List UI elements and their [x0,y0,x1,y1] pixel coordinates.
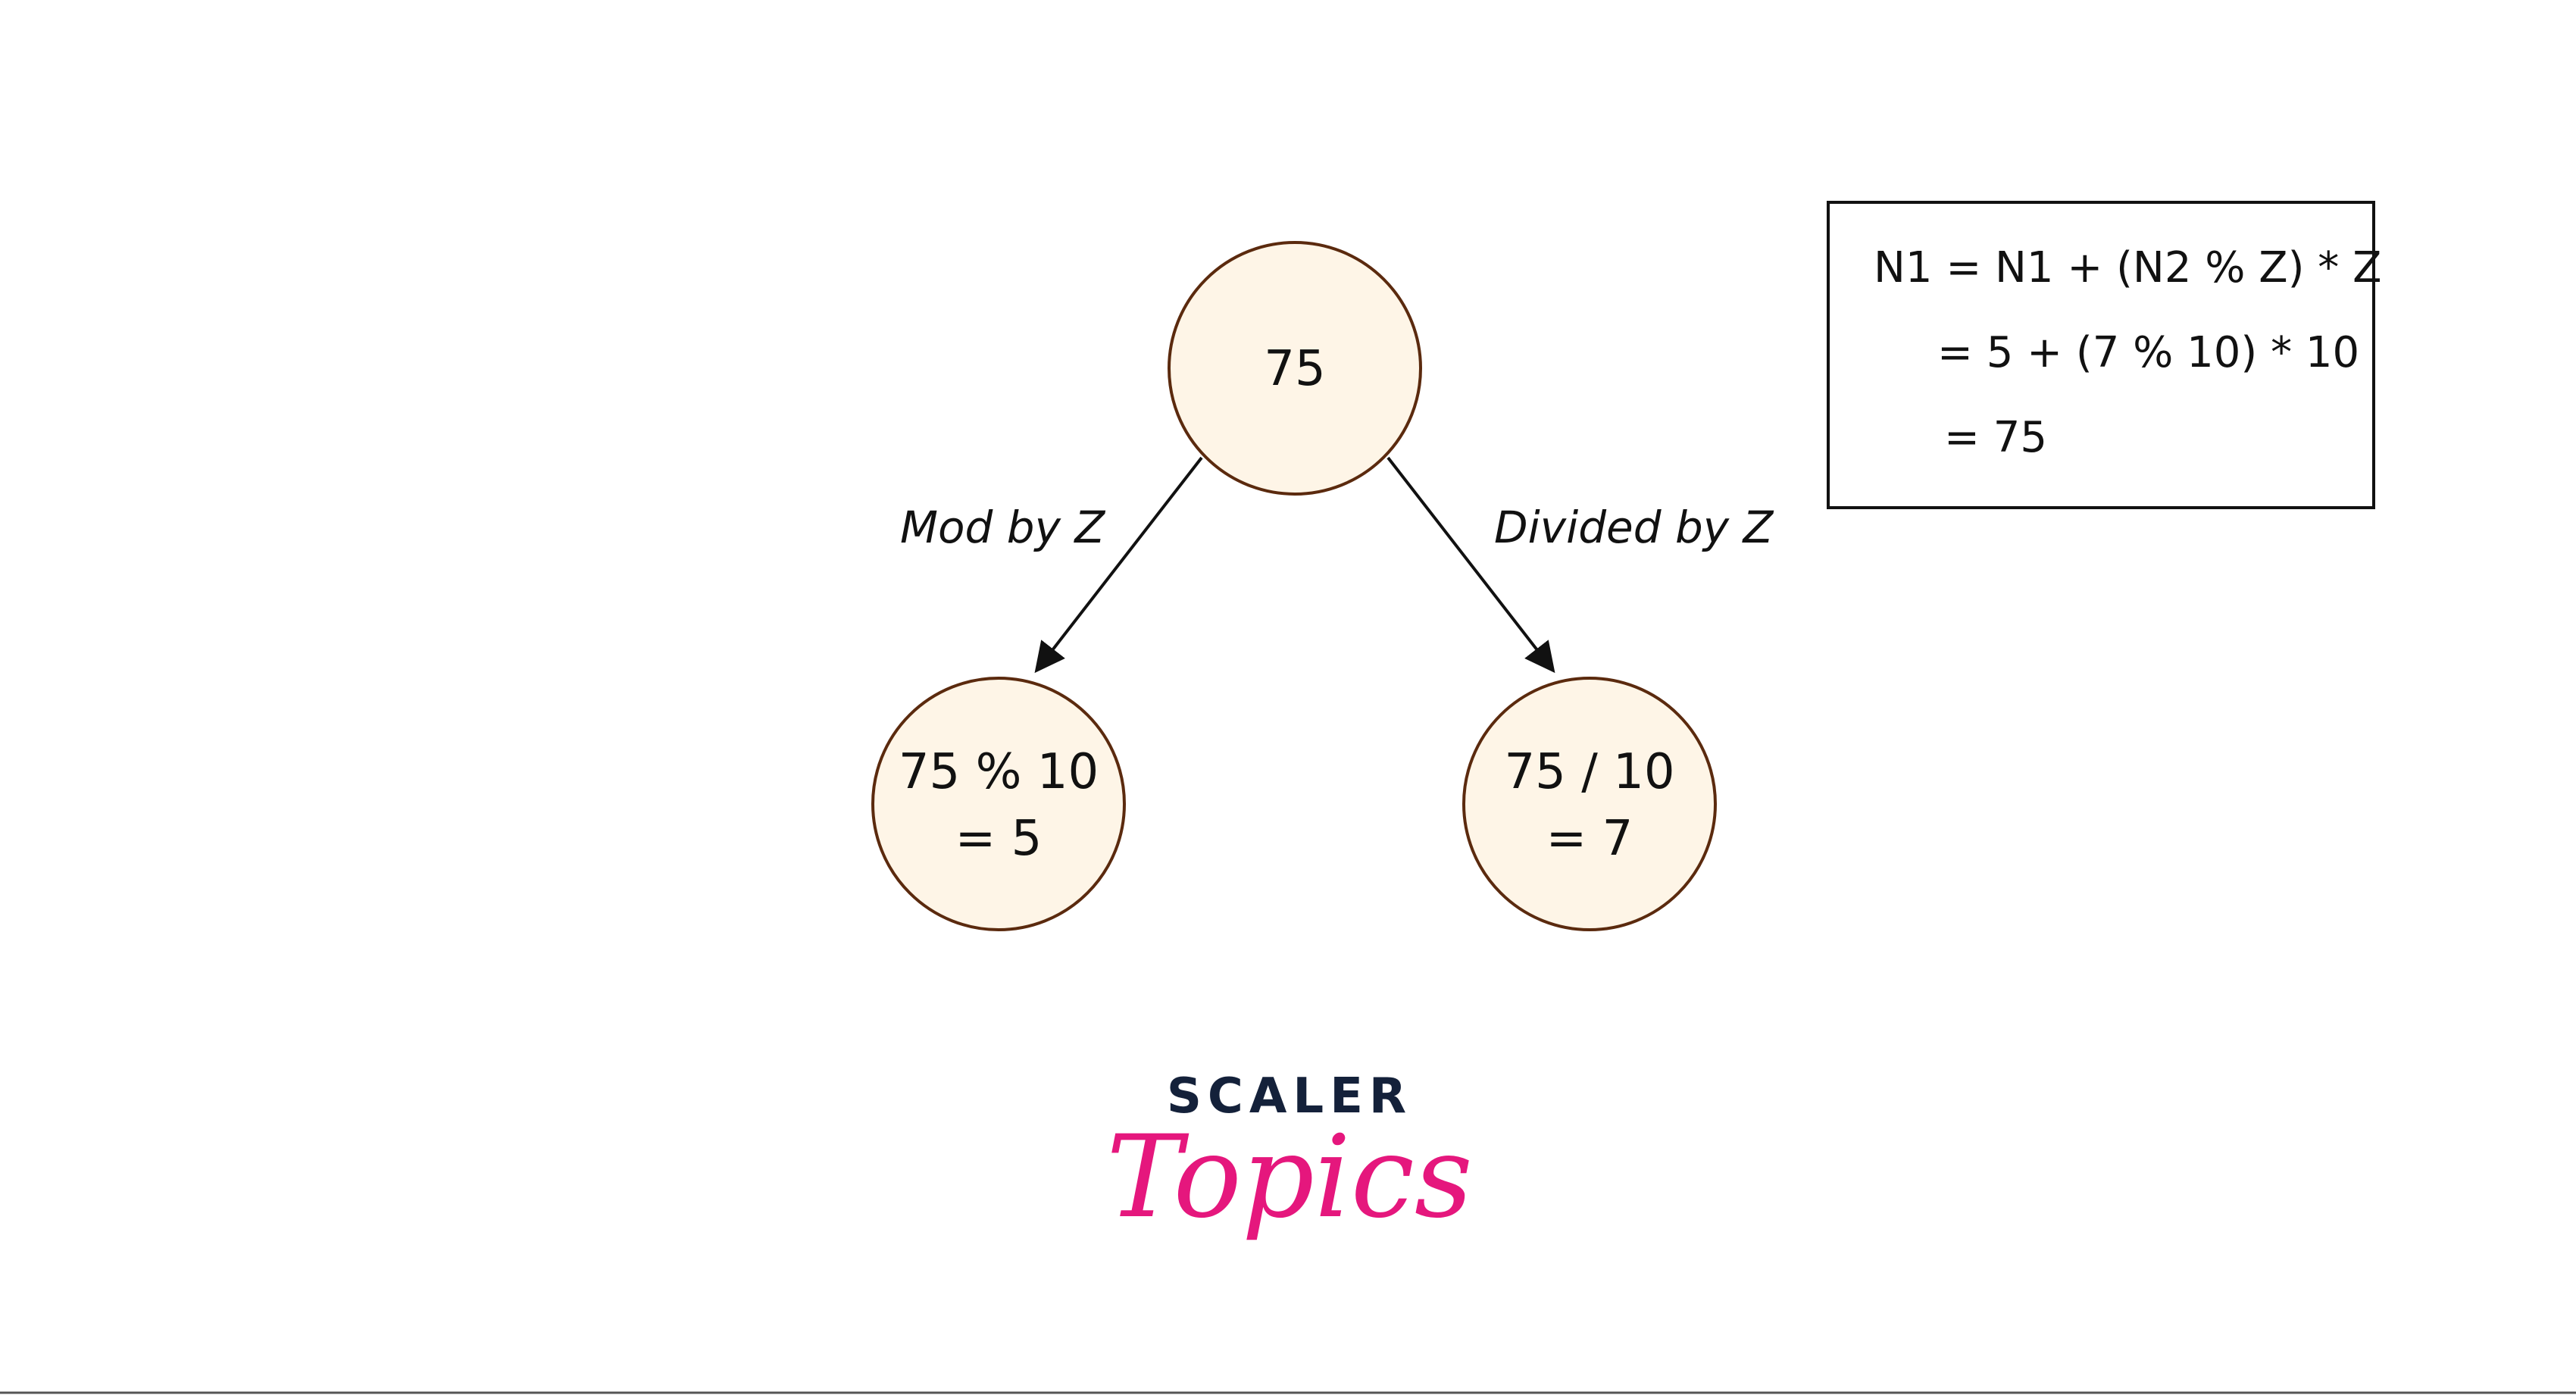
formula-line-1: N1 = N1 + (N2 % Z) * Z [1874,243,2381,292]
node-root-circle [1168,241,1422,496]
edge-left-arrow [1034,456,1203,674]
node-left-expression: 75 % 10 [899,744,1099,800]
formula-line-2: = 5 + (7 % 10) * 10 [1937,328,2359,377]
formula-box-border [1827,201,2375,509]
node-right-expression: 75 / 10 [1504,744,1674,800]
node-right-circle [1462,677,1717,931]
node-left-result: = 5 [955,811,1043,867]
node-left: 75 % 10 = 5 [871,677,1126,931]
formula-line-3: = 75 [1944,413,2047,462]
node-root-value: 75 [1264,341,1325,397]
edge-left-label: Mod by Z [900,502,1105,553]
edge-right-arrow [1386,456,1555,674]
node-right: 75 / 10 = 7 [1462,677,1717,931]
node-right-result: = 7 [1546,811,1633,867]
edge-right-label: Divided by Z [1494,502,1774,553]
scaler-topics-logo: SCALER Topics [1106,1068,1473,1243]
formula-box: N1 = N1 + (N2 % Z) * Z = 5 + (7 % 10) * … [1827,201,2381,509]
logo-scaler-text: SCALER [1167,1068,1412,1124]
logo-topics-text: Topics [1106,1112,1473,1243]
node-left-circle [871,677,1126,931]
node-root: 75 [1168,241,1422,496]
